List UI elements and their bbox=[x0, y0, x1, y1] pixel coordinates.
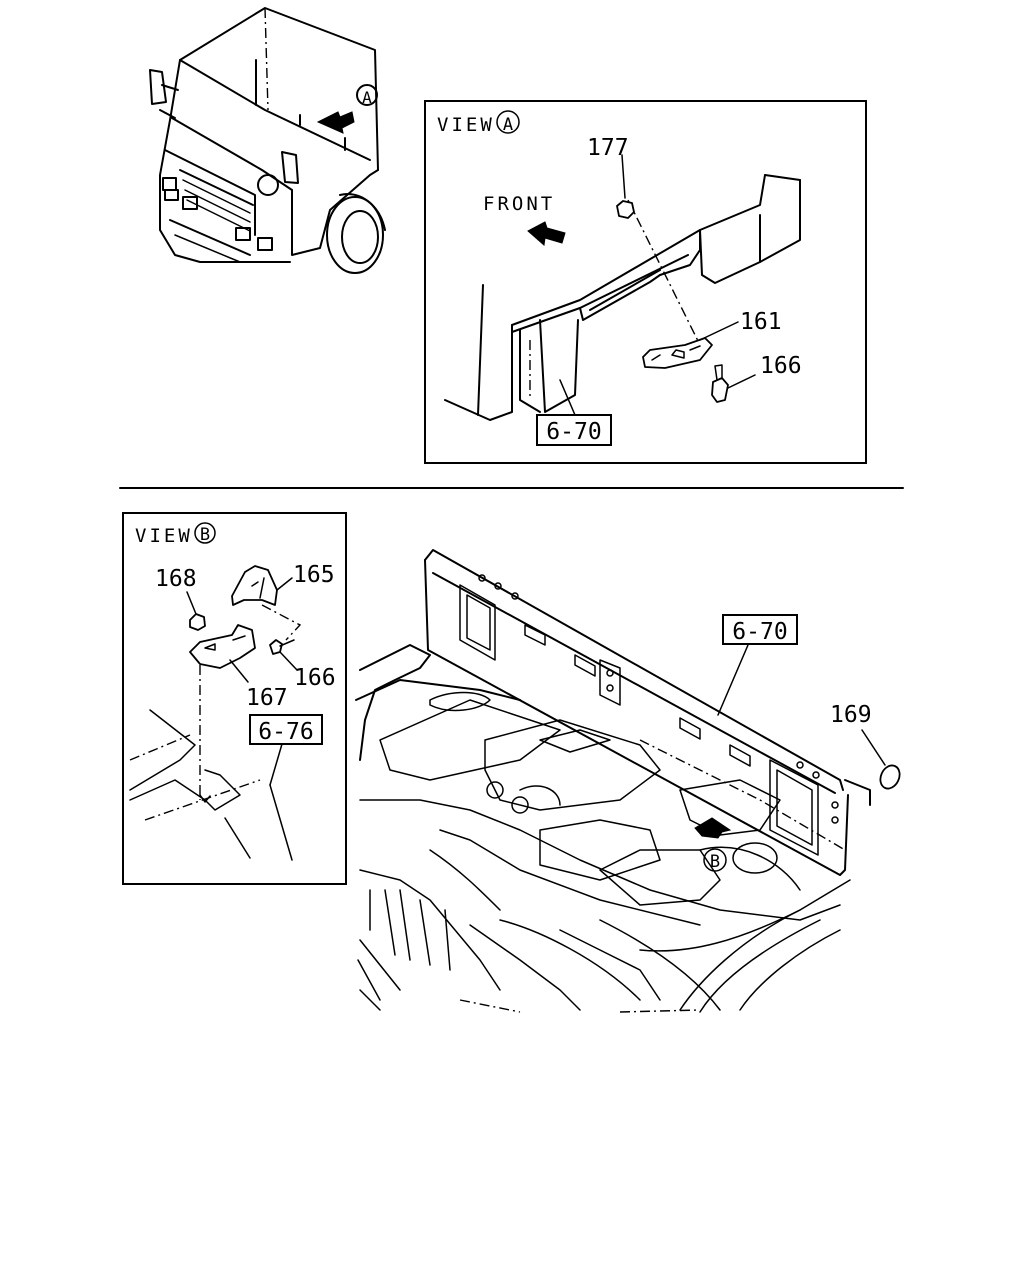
view-b-title: VIEW bbox=[135, 525, 193, 547]
frame-assembly-illustration: 6-70 169 B bbox=[355, 549, 901, 1013]
view-b-panel: VIEW B 168 165 167 166 6-76 bbox=[122, 512, 347, 885]
callout-165: 165 bbox=[293, 562, 335, 588]
callout-166-a: 166 bbox=[760, 353, 802, 379]
ref-box-6-70-a bbox=[536, 414, 612, 446]
callout-167: 167 bbox=[246, 685, 288, 711]
frame-marker-b: B bbox=[710, 852, 720, 872]
view-a-title: VIEW bbox=[437, 114, 495, 136]
view-a-frame bbox=[424, 100, 867, 464]
front-arrow-icon bbox=[527, 221, 566, 246]
view-a-marker: A bbox=[503, 115, 513, 135]
ref-box-6-76 bbox=[249, 714, 323, 745]
truck-cab-illustration: A bbox=[149, 7, 386, 274]
view-b-frame bbox=[122, 512, 347, 885]
view-b-marker: B bbox=[200, 525, 210, 545]
ref-6-76: 6-76 bbox=[258, 719, 313, 745]
callout-168: 168 bbox=[155, 566, 197, 592]
view-a-panel: VIEW A 177 FRONT 161 166 bbox=[424, 100, 867, 464]
ref-box-6-70-b bbox=[722, 614, 798, 645]
front-label: FRONT bbox=[483, 193, 555, 215]
callout-166-b: 166 bbox=[294, 665, 336, 691]
view-a-marker-truck: A bbox=[362, 88, 372, 107]
ref-6-70-a: 6-70 bbox=[546, 419, 601, 445]
ref-6-70-b: 6-70 bbox=[732, 619, 787, 645]
callout-169: 169 bbox=[830, 702, 872, 728]
callout-161: 161 bbox=[740, 309, 782, 335]
